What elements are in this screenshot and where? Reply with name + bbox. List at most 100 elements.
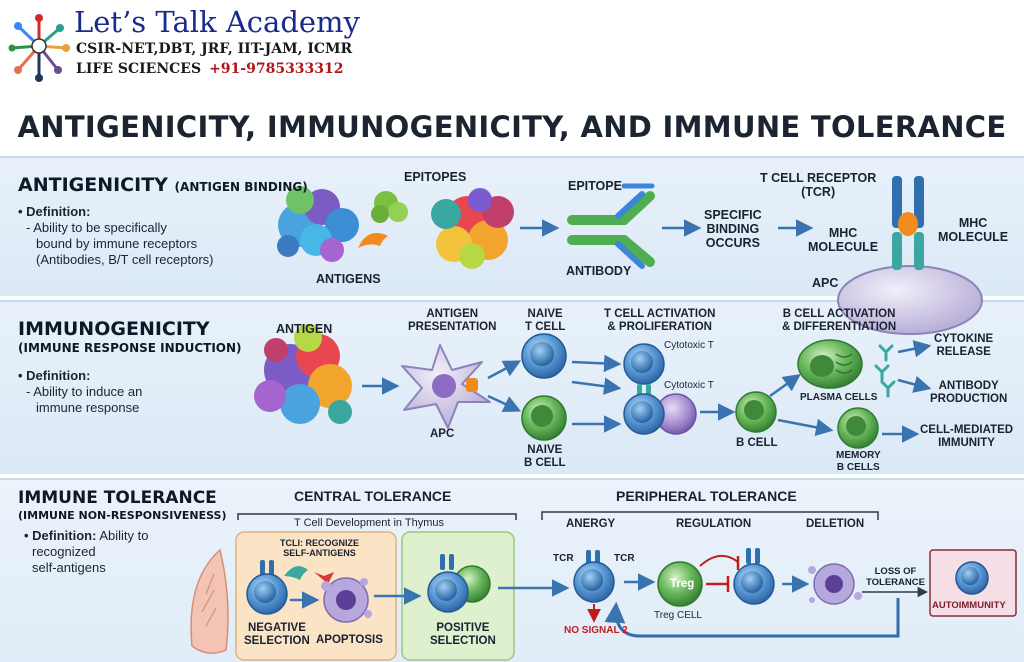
t-activation-line: T CELL ACTIVATION (604, 308, 716, 320)
thymus-development-label: T Cell Development in Thymus (294, 517, 444, 529)
loss-line: TOLERANCE (866, 577, 925, 588)
antibody-icon (567, 183, 655, 269)
definition-line: self-antigens (32, 560, 106, 575)
b-cell-label: B CELL (736, 437, 778, 449)
naive-t-line: NAIVE (527, 308, 563, 320)
memory-line: B CELLS (836, 462, 880, 473)
negative-selection-t-cell-icon (246, 560, 308, 615)
naive-b-line: NAIVE (527, 444, 563, 456)
cmi-line: IMMUNITY (938, 437, 995, 449)
anergy-t-cell-icon (573, 550, 615, 603)
immunogenicity-title: IMMUNOGENICITY (18, 318, 210, 340)
b-cell-icon (735, 391, 777, 433)
antigenicity-heading: ANTIGENICITY (18, 174, 168, 196)
page-title: ANTIGENICITY, IMMUNOGENICITY, AND IMMUNE… (17, 110, 1007, 144)
immunogenicity-definition: • Definition: - Ability to induce an imm… (18, 368, 142, 416)
definition-line: recognized (32, 544, 96, 559)
t-cell-activation-label: T CELL ACTIVATION & PROLIFERATION (604, 308, 715, 334)
academy-logo-icon (8, 14, 70, 82)
antigen-cluster-1 (277, 186, 359, 262)
tcli-label: TCLI: RECOGNIZE SELF-ANTIGENS (280, 538, 359, 558)
b-activation-line: & DIFFERENTIATION (782, 321, 897, 333)
tcr-left-label: TCR (553, 553, 574, 564)
antibody-label: ANTIBODY (566, 264, 632, 278)
specific-binding-line: SPECIFIC (704, 208, 762, 222)
mhc-label-line: MOLECULE (938, 230, 1009, 244)
presentation-line: PRESENTATION (408, 321, 497, 333)
epitope-label: EPITOPE (568, 179, 622, 193)
naive-t-cell-icon (521, 333, 567, 379)
tcr-right-label: TCR (614, 553, 635, 564)
plasma-cell-icon (797, 339, 863, 389)
b-cell-activation-label: B CELL ACTIVATION & DIFFERENTIATION (782, 308, 896, 334)
brand-exams: CSIR-NET,DBT, JRF, IIT-JAM, ICMR (76, 41, 353, 57)
negative-selection-line: SELECTION (244, 635, 310, 647)
cmi-line: CELL-MEDIATED (920, 424, 1014, 436)
deleted-cell-icon (808, 563, 862, 605)
antigen-label: ANTIGEN (276, 322, 333, 336)
specific-binding-label: SPECIFIC BINDING OCCURS (704, 208, 762, 250)
immunogenicity-subtitle: (IMMUNE RESPONSE INDUCTION) (18, 341, 242, 355)
definition-row: • Definition: Ability to (24, 528, 148, 544)
apc-label: APC (430, 428, 455, 440)
memory-b-cell-icon (837, 407, 879, 449)
self-antigen-icon (314, 572, 334, 584)
antibody-production-line: PRODUCTION (930, 393, 1008, 405)
positive-selection-label: POSITIVE SELECTION (430, 622, 496, 648)
tcr-mhc-complex-icon (892, 176, 924, 270)
mhc-label-line: MOLECULE (808, 240, 879, 254)
definition-line: bound by immune receptors (36, 236, 198, 251)
regulated-t-cell-icon (733, 548, 775, 605)
specific-binding-line: BINDING (706, 222, 760, 236)
regulation-label: REGULATION (676, 518, 752, 530)
mhc-right-label: MHC MOLECULE (938, 216, 1008, 244)
positive-selection-line: SELECTION (430, 635, 496, 647)
naive-b-cell-icon (521, 395, 567, 441)
mhc-label-line: MHC (958, 216, 988, 230)
negative-selection-label: NEGATIVE SELECTION (244, 622, 310, 648)
brand-title: Let’s Talk Academy (74, 5, 360, 39)
antigenicity-subtitle: (ANTIGEN BINDING) (174, 180, 308, 194)
mhc-label-line: MHC (828, 226, 858, 240)
tolerance-subtitle: (IMMUNE NON-RESPONSIVENESS) (18, 509, 227, 522)
antigens-label: ANTIGENS (316, 272, 381, 286)
lung-thymus-icon (190, 548, 229, 654)
antigenicity-definition: • Definition: - Ability to be specifical… (18, 204, 214, 268)
cytotoxic-t-cells-icon (623, 343, 697, 435)
antibody-production-line: ANTIBODY (938, 380, 999, 392)
cytokine-line: RELEASE (936, 346, 991, 358)
tcli-line: SELF-ANTIGENS (283, 548, 356, 558)
naive-t-cell-label: NAIVE T CELL (525, 308, 565, 334)
treg-cell-icon (657, 561, 703, 607)
dendritic-apc-icon (401, 344, 491, 429)
antigen-cluster-2 (431, 188, 514, 269)
epitopes-label: EPITOPES (404, 170, 467, 184)
autoimmunity-label: AUTOIMMUNITY (932, 600, 1006, 611)
naive-b-cell-label: NAIVE B CELL (524, 444, 566, 470)
brand-subject: LIFE SCIENCES (76, 61, 202, 77)
antibody-production-label: ANTIBODY PRODUCTION (930, 380, 1007, 406)
loss-line: LOSS OF (874, 566, 917, 577)
epitope-fragment (371, 191, 408, 223)
definition-line: Ability to (99, 528, 149, 543)
peripheral-tolerance-label: PERIPHERAL TOLERANCE (616, 488, 797, 504)
tolerance-definition: • Definition: Ability to recognized self… (24, 528, 148, 576)
antibody-molecules-icon (874, 344, 896, 398)
brand-phone: +91-9785333312 (209, 61, 344, 77)
apc-cell-icon (837, 265, 983, 335)
definition-label: • Definition: (18, 368, 91, 383)
central-tolerance-label: CENTRAL TOLERANCE (294, 488, 452, 504)
brand-contact: LIFE SCIENCES +91-9785333312 (76, 61, 344, 77)
tcli-line: TCLI: RECOGNIZE (280, 538, 359, 548)
plasma-cells-label: PLASMA CELLS (800, 392, 878, 403)
apoptotic-cell-icon (321, 577, 372, 623)
anergy-label: ANERGY (566, 518, 616, 530)
tolerance-title: IMMUNE TOLERANCE (18, 488, 217, 508)
antigenicity-title: ANTIGENICITY (ANTIGEN BINDING) (18, 174, 308, 196)
cytokine-release-label: CYTOKINE RELEASE (934, 333, 993, 359)
definition-label: • Definition: (24, 528, 97, 543)
loss-of-tolerance-label: LOSS OF TOLERANCE (866, 566, 925, 588)
apc-label: APC (812, 276, 839, 290)
definition-line: (Antibodies, B/T cell receptors) (36, 252, 214, 267)
